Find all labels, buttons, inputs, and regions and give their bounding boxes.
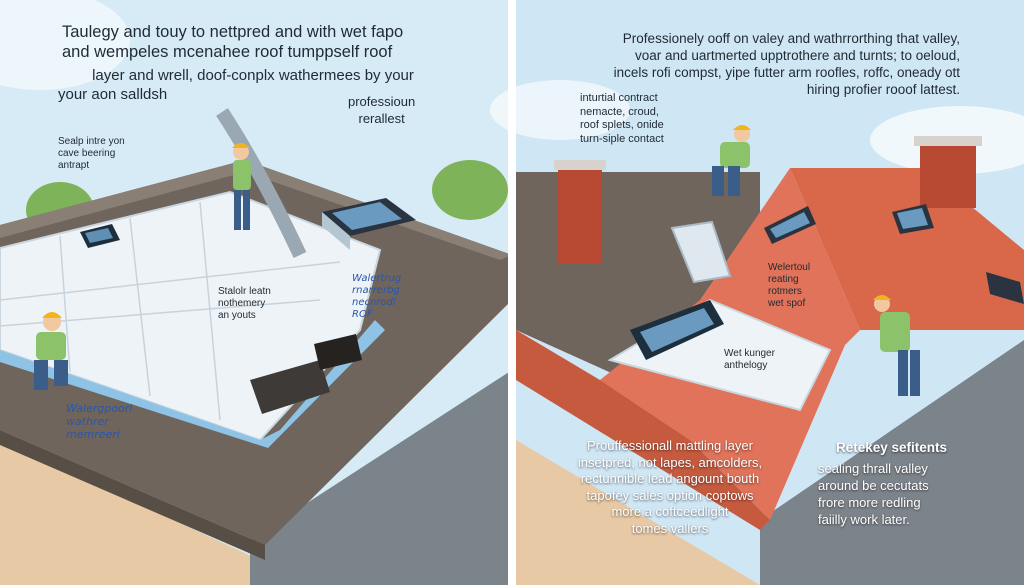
right-note-left-line-2: nemacte, croud, [580, 105, 659, 118]
skylight-window [764, 206, 816, 244]
cloud-icon [490, 80, 630, 140]
right-bottom-left-line-1: Prouffessionall mattling layer [587, 438, 753, 453]
left-blue-label-bottom: Walergpoorl wathrer memreeri [66, 402, 132, 441]
left-intro-line-1: layer and wrell, doof-conplx wathermees … [92, 67, 414, 84]
right-bottom-left: Prouffessionall mattling layer insetpred… [556, 438, 784, 537]
right-bottom-left-line-6: tomes vallers [631, 520, 709, 536]
right-note-left-line-3: roof splets, onide [580, 119, 664, 131]
skylight-window [986, 272, 1024, 304]
left-center-label: Stalolr leatn nothemery an youts [218, 286, 271, 322]
right-note-left: inturtial contract nemacte, croud, roof … [580, 92, 664, 146]
right-headline: Professionely ooff on valey and wathrror… [582, 30, 960, 98]
right-note-left-line-4: turn-siple contact [580, 132, 664, 145]
wall-shadow [760, 340, 1024, 585]
left-blue-label-right-line-4: ROF [352, 309, 373, 320]
left-blue-label-right-line-3: necnrodl [352, 297, 396, 308]
right-headline-line-4: hiring profier rooof lattest. [806, 82, 960, 97]
left-intro: layer and wrell, doof-conplx wathermees … [58, 66, 448, 104]
worker-figure [34, 312, 68, 390]
right-bottom-right: sealing thrall valley around be cecutats… [818, 460, 929, 528]
left-center-label-line-3: an youts [218, 310, 256, 321]
right-red-label: Welertoul reating rotmers wet spof [768, 262, 810, 310]
left-blue-label-bottom-line-2: wathrer [66, 415, 109, 428]
left-blue-label-bottom-line-3: memreeri [66, 428, 120, 441]
left-blue-label-bottom-line-1: Walergpoorl [66, 402, 133, 415]
ridge-line [0, 160, 512, 260]
tile-roof [790, 168, 1024, 330]
cloud-icon [0, 0, 130, 90]
right-sheet-label: Wet kunger anthelogy [724, 348, 775, 372]
right-red-label-line-1: Welertoul [768, 262, 811, 273]
worker-figure [712, 125, 751, 196]
skylight-window [322, 198, 416, 250]
roof-edge [0, 430, 265, 560]
left-note-right-line-1: professioun [348, 94, 416, 109]
left-note-left-line-2: cave beering [58, 148, 116, 159]
skylight-window [892, 204, 934, 234]
right-bottom-left-line-5: more a coftceedlight [611, 504, 729, 519]
right-bottom-right-line-4: faiilly work later. [818, 512, 910, 527]
left-note-right-line-2: rerallest [358, 111, 405, 126]
skylight-window [80, 224, 120, 248]
brick-chimney [914, 136, 982, 208]
right-bottom-right-line-3: frore more redling [818, 495, 921, 510]
membrane-roll [216, 108, 307, 258]
right-headline-line-1: Professionely ooff on valey and wathrror… [622, 31, 960, 46]
left-center-label-line-2: nothemery [218, 298, 266, 309]
right-bottom-left-line-3: rectunnible lead angount bouth [580, 471, 760, 486]
left-intro-line-2: your aon salldsh [58, 86, 168, 103]
roof-edge [516, 330, 770, 530]
skylight-window [630, 300, 724, 360]
left-note-left: Sealp intre yon cave beering antrapt [58, 136, 125, 172]
flashing-panel [670, 220, 732, 284]
left-blue-label-right-line-1: Walertrug [352, 273, 402, 284]
left-center-label-line-1: Stalolr leatn [218, 286, 271, 297]
right-sheet-label-line-1: Wet kunger [724, 348, 775, 359]
right-red-label-line-2: reating [768, 274, 799, 285]
right-headline-line-3: incels rofi compst, yipe futter arm roof… [613, 65, 960, 80]
house-wall [516, 440, 760, 585]
tree-icon [432, 160, 508, 220]
right-note-left-line-1: inturtial contract [580, 92, 658, 104]
right-bottom-left-line-4: tapofey sales option coptows [586, 487, 754, 503]
worker-figure [232, 143, 251, 230]
right-bottom-left-line-2: insetpred, not lapes, amcolders, [577, 454, 763, 470]
left-blue-label-right-line-2: rnarrerbg [352, 285, 400, 296]
left-blue-label-right: Walertrug rnarrerbg necnrodl ROF [352, 273, 401, 321]
left-headline-line-2: and wempeles mcenahee roof tumppself roo… [62, 43, 393, 61]
left-note-left-line-1: Sealp intre yon [58, 136, 125, 147]
left-headline-line-1: Taulegy and touy to nettpred and with we… [62, 23, 404, 41]
right-bottom-right-title: Retekey sefitents [836, 440, 948, 455]
right-sheet-label-line-2: anthelogy [724, 360, 768, 371]
right-panel [490, 0, 1024, 585]
left-panel [0, 0, 512, 585]
wall-shadow [250, 370, 512, 585]
right-red-label-line-3: rotmers [768, 286, 802, 297]
right-bottom-right-line-2: around be cecutats [818, 478, 929, 493]
panel-divider [508, 0, 516, 585]
left-headline: Taulegy and touy to nettpred and with we… [62, 22, 403, 62]
right-bottom-right-line-1: sealing thrall valley [818, 461, 928, 476]
right-red-label-line-4: wet spof [768, 298, 806, 309]
flashing-strip [0, 320, 385, 448]
right-headline-line-2: voar and uartmerted upptrothere and turn… [635, 48, 960, 63]
worker-figure [873, 295, 920, 396]
left-note-right: professioun rerallest [348, 93, 415, 127]
left-note-left-line-3: antrapt [58, 160, 90, 171]
roof-vent [250, 334, 362, 414]
brick-chimney [554, 160, 606, 264]
